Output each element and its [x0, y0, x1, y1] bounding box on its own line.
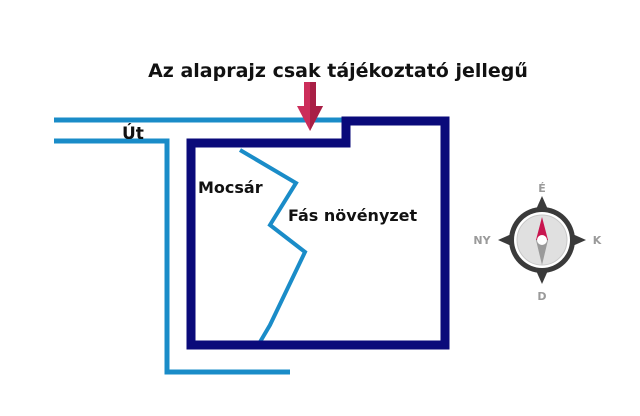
needle-south: [536, 240, 548, 265]
compass-north-label: É: [538, 182, 546, 195]
road: [54, 117, 342, 375]
needle-north: [536, 217, 548, 240]
compass-south-label: D: [537, 290, 546, 303]
swamp-boundary: [238, 148, 308, 344]
entry-arrow-icon: [297, 82, 323, 131]
road-bottom-edge: [54, 138, 290, 375]
plot-outline: [186, 116, 450, 350]
compass-east-label: K: [593, 234, 602, 247]
woodland-label: Fás növényzet: [288, 206, 418, 225]
swamp-label: Mocsár: [198, 178, 263, 197]
compass-west-label: NY: [473, 234, 491, 247]
disclaimer-title: Az alaprajz csak tájékoztató jellegű: [148, 60, 528, 82]
road-label: Út: [122, 122, 144, 144]
compass-icon: [498, 196, 586, 284]
